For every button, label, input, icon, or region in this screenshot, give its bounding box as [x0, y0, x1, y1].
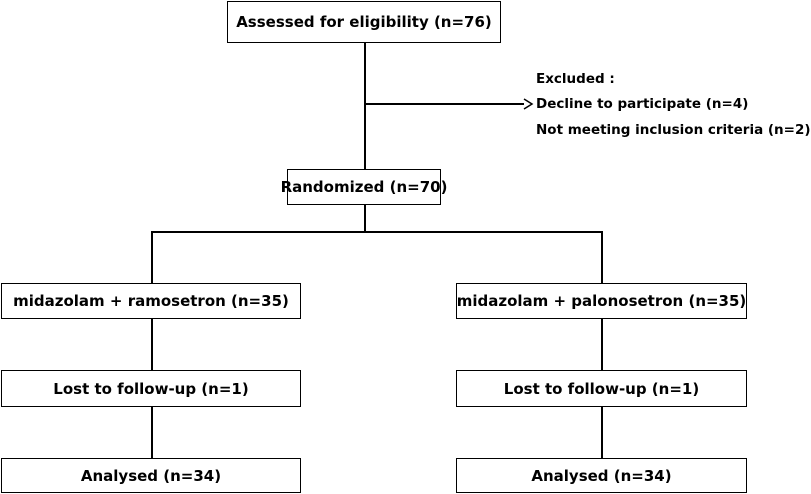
lost-left-box: Lost to follow-up (n=1): [1, 370, 301, 407]
excluded-title: Excluded :: [536, 71, 615, 87]
connector-to-excluded: [364, 103, 524, 105]
analysed-right-box: Analysed (n=34): [456, 458, 747, 493]
arrow-head-excluded: [523, 98, 534, 110]
connector-left-group-to-lost: [151, 319, 153, 370]
connector-right-branch: [601, 231, 603, 283]
analysed-left-box: Analysed (n=34): [1, 458, 301, 493]
connector-left-branch: [151, 231, 153, 283]
connector-left-lost-to-analysed: [151, 407, 153, 458]
group-left-box: midazolam + ramosetron (n=35): [1, 283, 301, 319]
excluded-reason: Not meeting inclusion criteria (n=2): [536, 122, 811, 138]
connector-right-group-to-lost: [601, 319, 603, 370]
connector-right-lost-to-analysed: [601, 407, 603, 458]
randomized-box: Randomized (n=70): [281, 169, 447, 205]
connector-split: [151, 231, 602, 233]
lost-right-box: Lost to follow-up (n=1): [456, 370, 747, 407]
connector-randomized-down: [364, 205, 366, 232]
group-right-box: midazolam + palonosetron (n=35): [456, 283, 747, 319]
assessed-box: Assessed for eligibility (n=76): [227, 1, 501, 43]
excluded-reason: Decline to participate (n=4): [536, 96, 749, 112]
connector-assessed-to-randomized: [364, 43, 366, 169]
